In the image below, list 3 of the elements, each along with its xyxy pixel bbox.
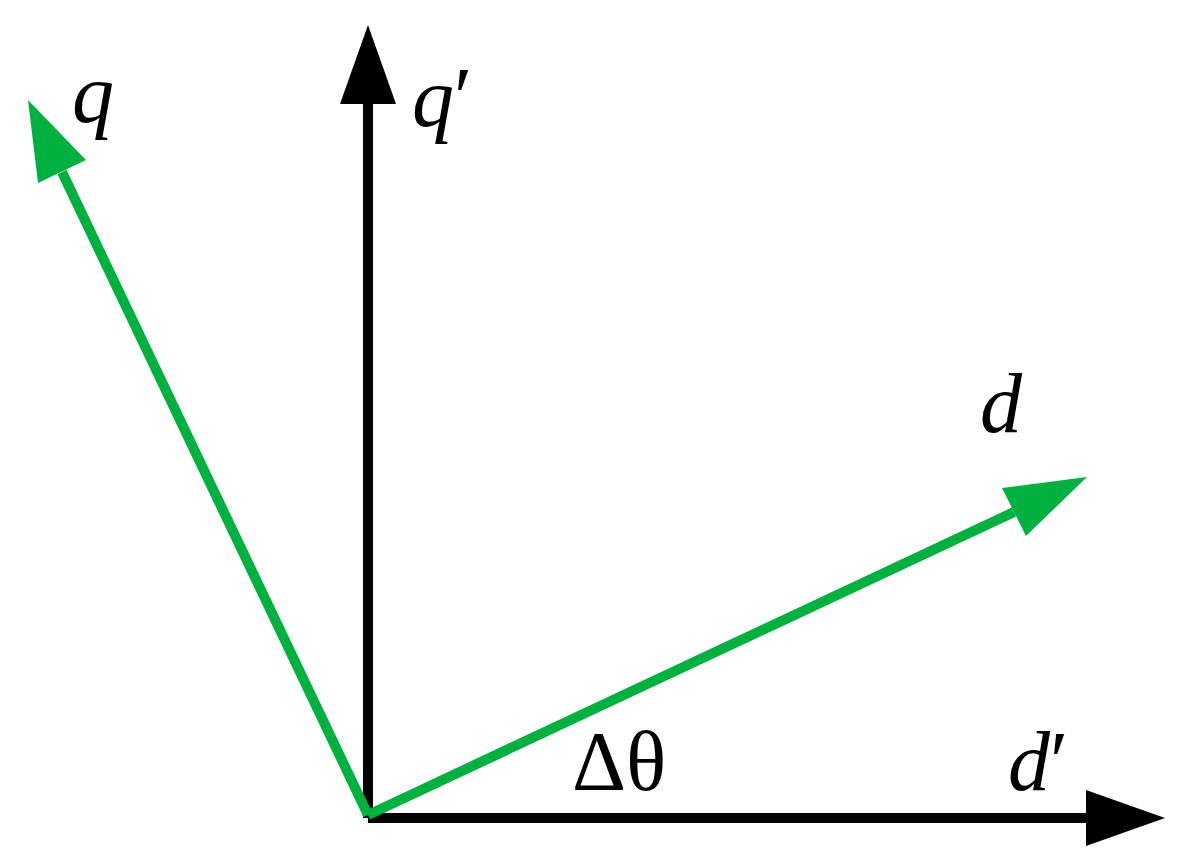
axis-label: d — [980, 362, 1022, 446]
angle-label: Δθ — [572, 720, 667, 804]
axis-label: d′ — [1008, 720, 1069, 804]
